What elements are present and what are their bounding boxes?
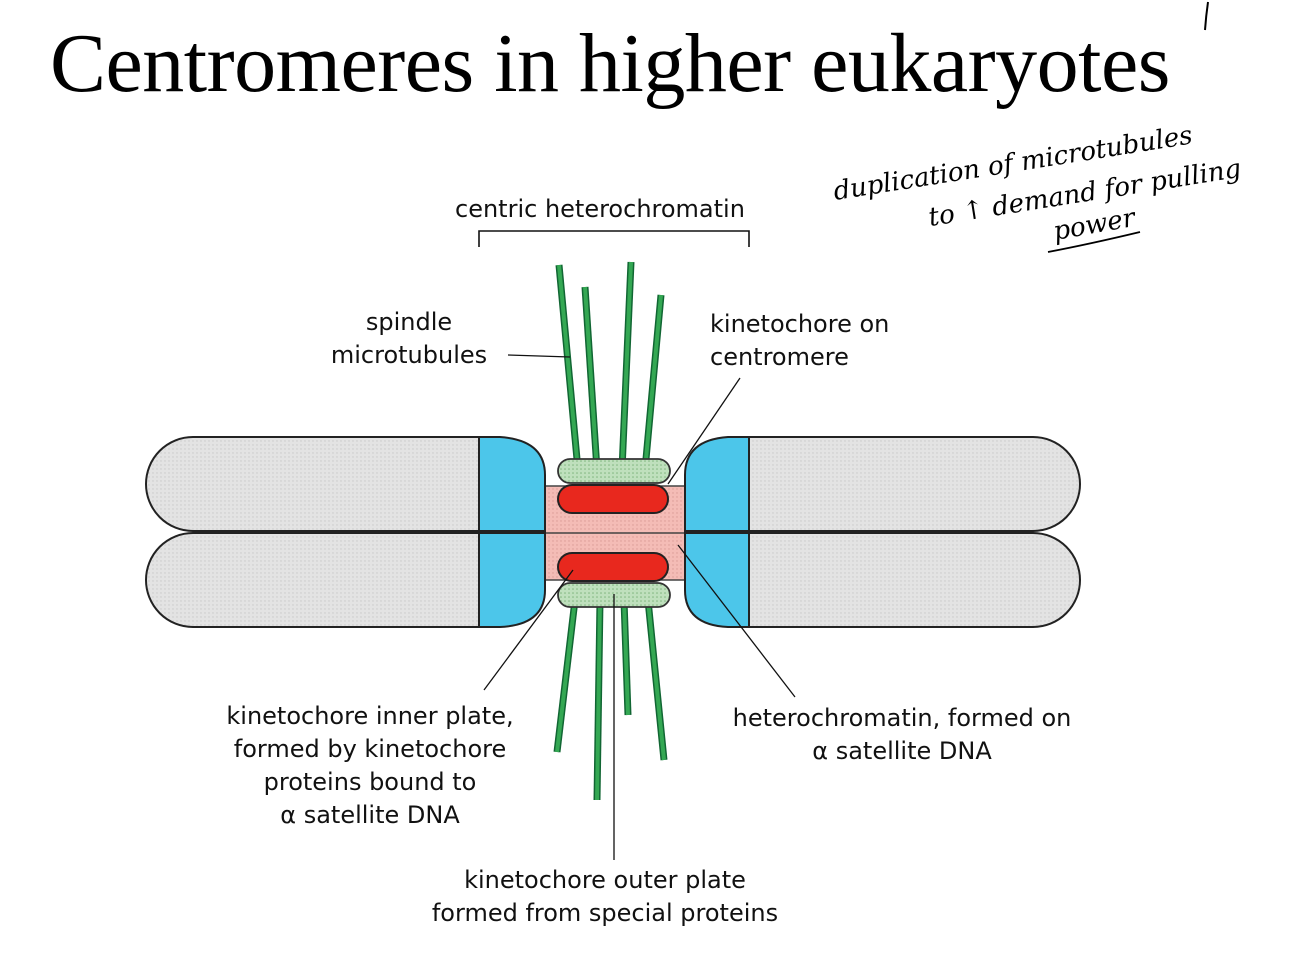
microtubule — [555, 599, 577, 753]
chromatid-arms — [145, 436, 1081, 628]
handwritten-annotation: duplication of microtubules to ↑ demand … — [831, 1, 1243, 253]
right-lower-arm — [748, 532, 1081, 628]
microtubule — [583, 286, 599, 471]
centric-heterochromatin-bracket — [478, 230, 750, 247]
microtubule — [643, 294, 663, 471]
centric-heterochromatin-blocks — [478, 436, 750, 628]
label-heterochromatin-alpha-satellite: heterochromatin, formed on α satellite D… — [732, 704, 1072, 765]
spindle-microtubules-bottom — [553, 599, 668, 801]
handwritten-underline — [1047, 231, 1141, 253]
label-kinetochore-outer-plate: kinetochore outer plate formed from spec… — [431, 866, 779, 927]
label-spindle-microtubules: spindle microtubules — [330, 308, 488, 369]
left-lower-arm — [145, 532, 480, 628]
right-heterochromatin-upper — [684, 436, 750, 532]
left-heterochromatin-upper — [478, 436, 546, 532]
inner-plate-top — [557, 484, 669, 514]
right-upper-arm — [748, 436, 1081, 532]
page-title: Centromeres in higher eukaryotes — [50, 17, 1170, 110]
right-heterochromatin-lower — [684, 532, 750, 628]
label-centric-heterochromatin: centric heterochromatin — [455, 195, 745, 223]
microtubule — [557, 264, 580, 471]
left-heterochromatin-lower — [478, 532, 546, 628]
leader-heterochromatin — [677, 544, 796, 698]
left-upper-arm — [145, 436, 480, 532]
label-kinetochore-on-centromere: kinetochore on centromere — [710, 310, 890, 371]
microtubule — [620, 261, 633, 471]
leader-lines — [483, 354, 796, 860]
label-kinetochore-inner-plate: kinetochore inner plate, formed by kinet… — [226, 702, 514, 829]
microtubule — [622, 599, 630, 716]
outer-plate-top — [557, 458, 671, 484]
inner-plate-bottom — [557, 552, 669, 582]
spindle-microtubules-top — [555, 261, 665, 471]
handwritten-mark — [1204, 1, 1209, 31]
leader-spindle — [507, 354, 571, 358]
microtubule — [595, 599, 602, 801]
microtubule — [646, 599, 666, 761]
leader-inner-plate — [483, 569, 574, 691]
leader-kinetochore-on-centromere — [667, 377, 741, 485]
